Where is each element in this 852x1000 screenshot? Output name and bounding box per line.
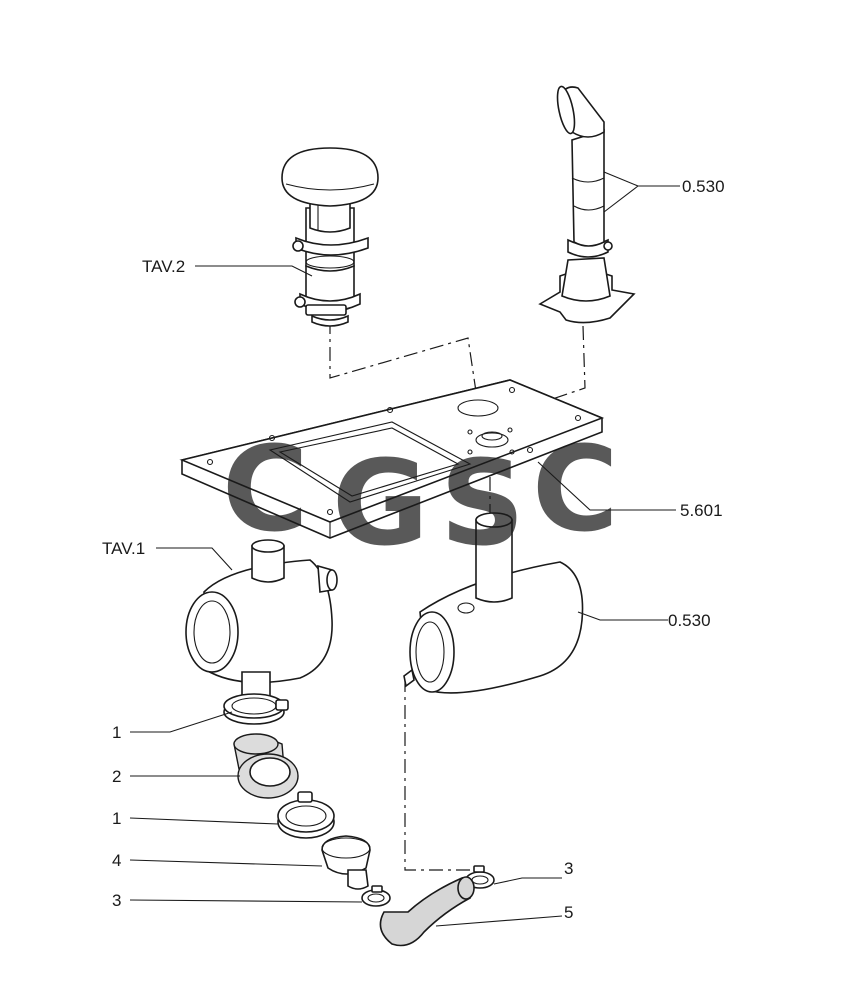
- label-sleeve: 2: [112, 767, 121, 786]
- watermark-letter-g: G: [332, 434, 429, 572]
- hose-clamp-upper: [223, 693, 289, 725]
- watermark-letter-c2: C: [532, 420, 619, 558]
- label-muffler: 0.530: [668, 611, 711, 630]
- label-clamp-top: 1: [112, 723, 121, 742]
- label-filter-cup: 4: [112, 851, 121, 870]
- label-plate: 5.601: [680, 501, 723, 520]
- leader-lines: [129, 171, 680, 927]
- hose-clamp-lower: [277, 791, 335, 839]
- part-labels: TAV.2 0.530 5.601 TAV.1 0.530 1 2 1 4 3 …: [102, 177, 725, 922]
- small-clamp-left: [361, 885, 391, 907]
- watermark-letter-c1: C: [222, 420, 309, 558]
- label-clamp-lower: 1: [112, 809, 121, 828]
- muffler: [403, 512, 584, 694]
- label-hose: 5: [564, 903, 573, 922]
- watermark-letter-s: S: [440, 434, 525, 572]
- label-small-clamp-right: 3: [564, 859, 573, 878]
- mounting-plate: [179, 379, 605, 539]
- label-small-clamp-left: 3: [112, 891, 121, 910]
- label-tav1: TAV.1: [102, 539, 145, 558]
- rubber-sleeve: [233, 733, 299, 799]
- dust-cup: [321, 835, 371, 890]
- air-filter-housing: [185, 539, 338, 700]
- label-tav2: TAV.2: [142, 257, 185, 276]
- rubber-hose: [379, 876, 475, 947]
- air-precleaner-assembly: [281, 147, 379, 327]
- exhaust-stack: [538, 85, 636, 324]
- watermark-logo: C G S C: [222, 420, 619, 572]
- label-exhaust-upper: 0.530: [682, 177, 725, 196]
